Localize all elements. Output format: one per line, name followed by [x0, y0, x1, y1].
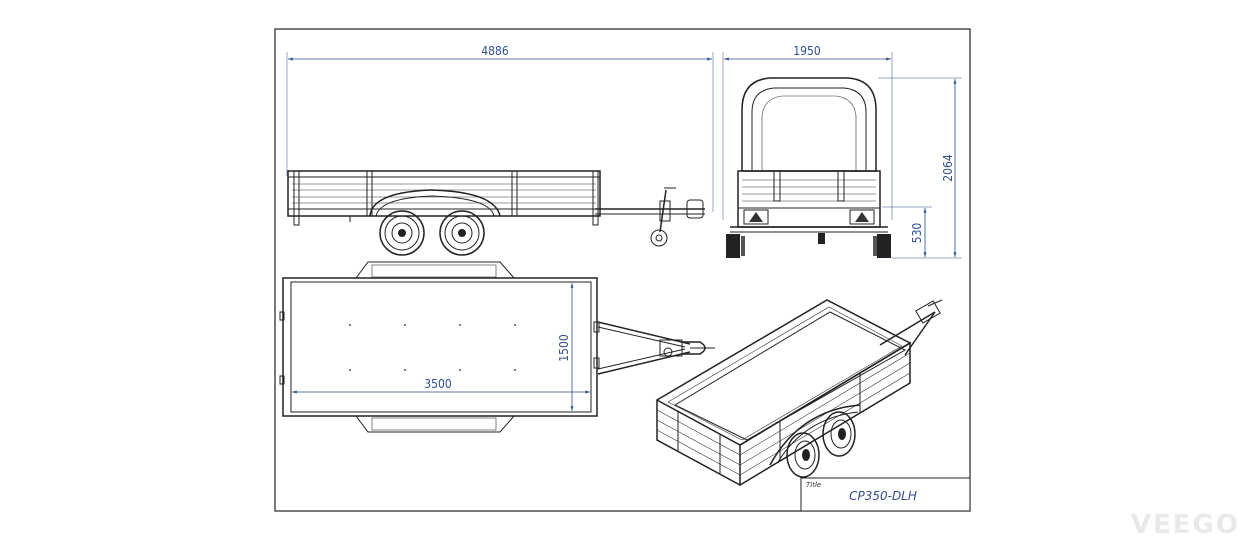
iso-wheel-rear [822, 411, 856, 457]
drawing-frame [274, 28, 971, 512]
dimension-overall-width: 1950 [793, 44, 821, 58]
side-wheel-front [379, 210, 425, 256]
side-view: 4886 [286, 44, 714, 256]
dimension-box-length: 3500 [424, 377, 452, 391]
isometric-view [655, 299, 943, 487]
rear-view: 1950 2064 530 [722, 44, 962, 259]
dimension-overall-length: 4886 [481, 44, 509, 58]
dimension-deck-height: 530 [910, 223, 924, 244]
title-block-label: Title [806, 481, 821, 489]
top-view: 1500 3500 [279, 261, 715, 433]
title-block: Title CP350-DLH [800, 477, 971, 512]
title-block-value: CP350-DLH [849, 489, 917, 503]
side-wheel-rear [439, 210, 485, 256]
dimension-box-width: 1500 [557, 334, 571, 362]
dimension-overall-height: 2064 [941, 154, 955, 182]
brand-watermark: VEEGO [1131, 510, 1240, 540]
iso-wheel-front [786, 432, 820, 478]
